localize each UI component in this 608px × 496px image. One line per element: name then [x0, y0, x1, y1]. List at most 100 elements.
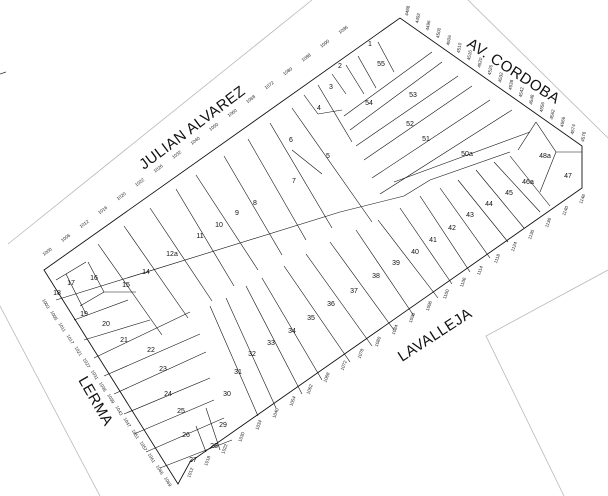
lot-3: 3	[329, 84, 333, 91]
door-number-lavalleja: 1012	[186, 467, 194, 479]
door-number-cordoba: 4538	[508, 79, 515, 90]
central-divider	[55, 151, 511, 301]
door-number-cordoba: 4556	[539, 101, 546, 112]
door-numbers: 1000100610121016102010221026103210401050…	[41, 5, 587, 488]
lot-5: 5	[326, 153, 330, 160]
lot-53: 53	[409, 92, 417, 99]
door-number-julian-alvarez: 1072	[264, 80, 276, 90]
door-number-cordoba: 4542	[518, 86, 525, 97]
lot-20: 20	[102, 321, 110, 328]
door-number-cordoba: 4578	[580, 131, 587, 142]
lot-21: 21	[120, 337, 128, 344]
door-number-cordoba: 4526	[487, 64, 494, 75]
lot-30: 30	[223, 391, 231, 398]
door-number-lerma: 1011	[57, 322, 66, 333]
door-number-lavalleja: 1100	[442, 288, 450, 299]
lot-17: 17	[67, 280, 75, 287]
door-number-cordoba: 4574	[570, 123, 577, 134]
lot-7: 7	[292, 178, 296, 185]
door-number-lavalleja: 1034	[254, 419, 262, 431]
lot-6: 6	[289, 137, 293, 144]
lot-32: 32	[248, 351, 256, 358]
door-number-julian-alvarez: 1040	[190, 135, 202, 145]
lot-35: 35	[307, 315, 315, 322]
door-number-lerma: 1061	[147, 452, 157, 464]
lot-34: 34	[288, 328, 296, 335]
door-number-lerma: 1005	[49, 310, 59, 322]
door-number-lavalleja: 1124	[510, 241, 518, 252]
door-number-lavalleja: 1130	[527, 229, 535, 240]
door-number-lavalleja: 1072	[340, 359, 348, 371]
door-number-julian-alvarez: 1016	[97, 205, 109, 215]
lot-37: 37	[350, 288, 358, 295]
door-number-lavalleja: 1114	[476, 265, 484, 276]
lot-16: 16	[90, 275, 98, 282]
door-number-cordoba: 4510	[456, 42, 463, 53]
door-number-lavalleja: 1146	[578, 193, 586, 204]
lot-54: 54	[365, 100, 373, 107]
door-number-julian-alvarez: 1080	[282, 66, 294, 76]
lot-51: 51	[422, 136, 430, 143]
lot-labels: 1 2 3 4 5 6 7 8 9 10 11 12a 14 15 16 17 …	[53, 41, 572, 464]
lot-41: 41	[429, 237, 437, 244]
lot-12a: 12a	[166, 251, 178, 258]
lot-11: 11	[196, 233, 203, 240]
lot-23: 23	[159, 366, 167, 373]
door-number-julian-alvarez: 1088	[301, 52, 313, 62]
lot-52: 52	[406, 121, 414, 128]
lot-55: 55	[377, 61, 385, 68]
door-number-lerma: 1069	[163, 476, 173, 488]
door-number-julian-alvarez: 1020	[116, 191, 128, 201]
lot-4: 4	[317, 105, 321, 112]
door-number-lavalleja: 1062	[306, 383, 314, 395]
lot-14: 14	[142, 269, 150, 276]
lot-48a: 48a	[539, 153, 551, 160]
lot-10: 10	[215, 222, 223, 229]
door-number-lerma: 1021	[74, 346, 84, 358]
door-number-lavalleja: 1096	[425, 300, 433, 312]
door-number-julian-alvarez: 1050	[208, 121, 220, 131]
door-number-lavalleja: 1068	[323, 371, 331, 383]
door-number-cordoba: 4500	[435, 27, 442, 38]
door-number-lavalleja: 1090	[408, 312, 416, 324]
lot-46a: 46a	[522, 179, 534, 186]
lot-24: 24	[164, 391, 172, 398]
door-number-cordoba: 4532	[497, 72, 504, 83]
door-number-julian-alvarez: 1026	[153, 163, 165, 173]
door-number-lerma: 1027	[82, 357, 92, 369]
lot-45: 45	[505, 190, 513, 197]
door-number-lerma: 1017	[66, 334, 76, 346]
door-number-lerma: 1047	[122, 417, 132, 429]
door-number-cordoba: 4520	[477, 57, 484, 68]
door-number-cordoba: 4506	[445, 34, 452, 45]
door-number-lavalleja: 1022	[220, 443, 228, 455]
lot-43: 43	[466, 212, 474, 219]
door-number-cordoba: 4566	[559, 116, 566, 127]
door-number-julian-alvarez: 1068	[245, 94, 257, 104]
door-number-lavalleja: 1054	[289, 395, 297, 407]
door-number-lavalleja: 1030	[237, 431, 245, 443]
block-outline	[43, 17, 583, 485]
neighbor-block-southwest	[0, 305, 101, 496]
door-number-lerma: 1039	[106, 393, 116, 405]
lot-25: 25	[177, 408, 185, 415]
door-number-lavalleja: 1084	[391, 324, 399, 336]
lot-40: 40	[411, 249, 419, 256]
lot-27: 27	[189, 457, 197, 464]
door-number-julian-alvarez: 1022	[134, 177, 146, 187]
door-number-julian-alvarez: 1096	[338, 24, 350, 34]
door-number-cordoba: 4548	[528, 94, 535, 105]
lot-29: 29	[219, 422, 227, 429]
lot-47: 47	[564, 173, 572, 180]
door-number-lavalleja: 1140	[561, 205, 569, 216]
door-number-lavalleja: 1106	[459, 276, 467, 287]
lot-18: 18	[53, 290, 61, 297]
lot-19: 19	[80, 311, 88, 318]
door-number-cordoba: 4516	[466, 49, 473, 60]
door-number-cordoba: 4496	[425, 20, 432, 31]
door-number-lavalleja: 1040	[271, 407, 279, 419]
lot-42: 42	[448, 225, 456, 232]
door-number-lavalleja: 1078	[357, 348, 365, 360]
lot-39: 39	[392, 260, 400, 267]
